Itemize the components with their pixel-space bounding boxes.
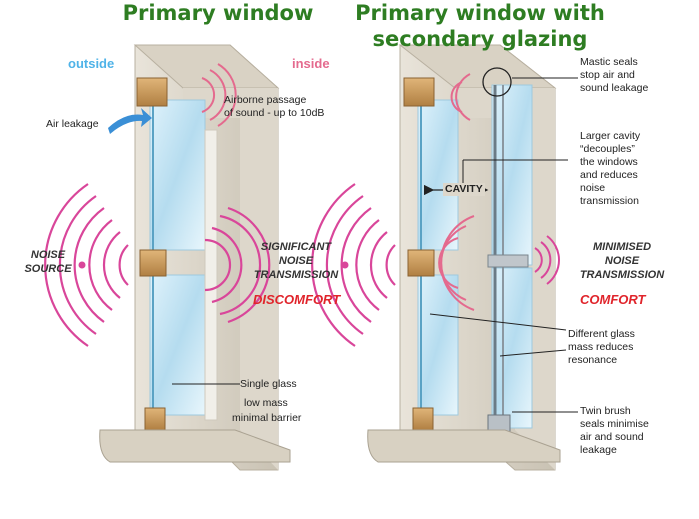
- cavity-label: CAVITY: [443, 183, 485, 196]
- right-head-frame: [403, 77, 435, 107]
- transmitted-waves-left: [204, 206, 271, 324]
- left-inner-reveal: [183, 88, 278, 470]
- inside-label: inside: [292, 56, 330, 71]
- glass-mass-line2: mass reduces: [568, 341, 634, 353]
- brush-seals-line3: air and sound: [580, 431, 644, 443]
- title-secondary-glazing-line2: secondary glazing: [372, 27, 588, 51]
- right-primary-glass-lower: [417, 274, 459, 416]
- single-glass-line2: low mass: [244, 397, 288, 409]
- cavity-note-line1: Larger cavity: [580, 130, 641, 142]
- reduced-waves-right: [534, 235, 560, 285]
- discomfort-label: DISCOMFORT: [253, 292, 341, 307]
- right-window-sill: [367, 429, 561, 463]
- noise-source-line2: SOURCE: [24, 263, 72, 275]
- noise-source-line1: NOISE: [30, 249, 66, 261]
- glass-mass-line1: Different glass: [568, 328, 635, 340]
- brush-seals-line4: leakage: [580, 444, 617, 456]
- significant-line1: SIGNIFICANT: [260, 241, 332, 253]
- outside-label: outside: [68, 56, 115, 71]
- comfort-label: COMFORT: [580, 292, 646, 307]
- noise-waves-left: [44, 183, 129, 347]
- air-leakage-arrow: [108, 108, 152, 134]
- left-glass-lower: [149, 274, 206, 416]
- significant-line3: TRANSMISSION: [253, 269, 339, 281]
- brush-seals-line1: Twin brush: [580, 405, 631, 417]
- left-head-frame: [136, 77, 168, 107]
- single-glass-line3: minimal barrier: [232, 412, 302, 424]
- left-window-sill: [99, 429, 291, 463]
- secondary-glazing-upper: [491, 84, 533, 266]
- cavity-note-line6: transmission: [580, 195, 639, 207]
- minimised-line1: MINIMISED: [592, 241, 652, 253]
- significant-line2: NOISE: [278, 255, 314, 267]
- right-primary-glass-upper: [417, 99, 459, 251]
- single-glass-line1: Single glass: [240, 378, 297, 390]
- cavity-note-line5: noise: [580, 182, 606, 194]
- leader-lines: [172, 77, 578, 413]
- left-sill-frame: [144, 407, 166, 431]
- cavity-note-line3: the windows: [580, 156, 638, 168]
- left-window-illustration: [99, 44, 291, 471]
- right-sill-frame: [412, 407, 434, 431]
- minimised-line2: NOISE: [604, 255, 640, 267]
- left-meeting-rail: [139, 249, 167, 277]
- left-glass-upper: [149, 99, 206, 251]
- title-secondary-glazing-line1: Primary window with: [355, 1, 605, 25]
- noise-waves-right: [311, 183, 396, 347]
- secondary-glazing-lower: [491, 267, 533, 429]
- brush-seals-line2: seals minimise: [580, 418, 649, 430]
- air-leakage-label: Air leakage: [46, 118, 99, 130]
- minimised-line3: TRANSMISSION: [579, 269, 665, 281]
- mastic-seals-line2: stop air and: [580, 69, 635, 81]
- mastic-seals-line1: Mastic seals: [580, 56, 638, 68]
- mastic-seal-detail: [482, 67, 512, 97]
- title-primary-window: Primary window: [122, 1, 314, 25]
- right-meeting-rail: [407, 249, 435, 277]
- right-window-illustration: [367, 44, 568, 471]
- airborne-label-line2: of sound - up to 10dB: [224, 107, 325, 119]
- cavity-note-line4: and reduces: [580, 169, 638, 181]
- glass-mass-line3: resonance: [568, 354, 618, 366]
- mastic-seals-line3: sound leakage: [580, 82, 649, 94]
- cavity-note-line2: “decouples”: [580, 143, 635, 155]
- airborne-label-line1: Airborne passage: [224, 94, 307, 106]
